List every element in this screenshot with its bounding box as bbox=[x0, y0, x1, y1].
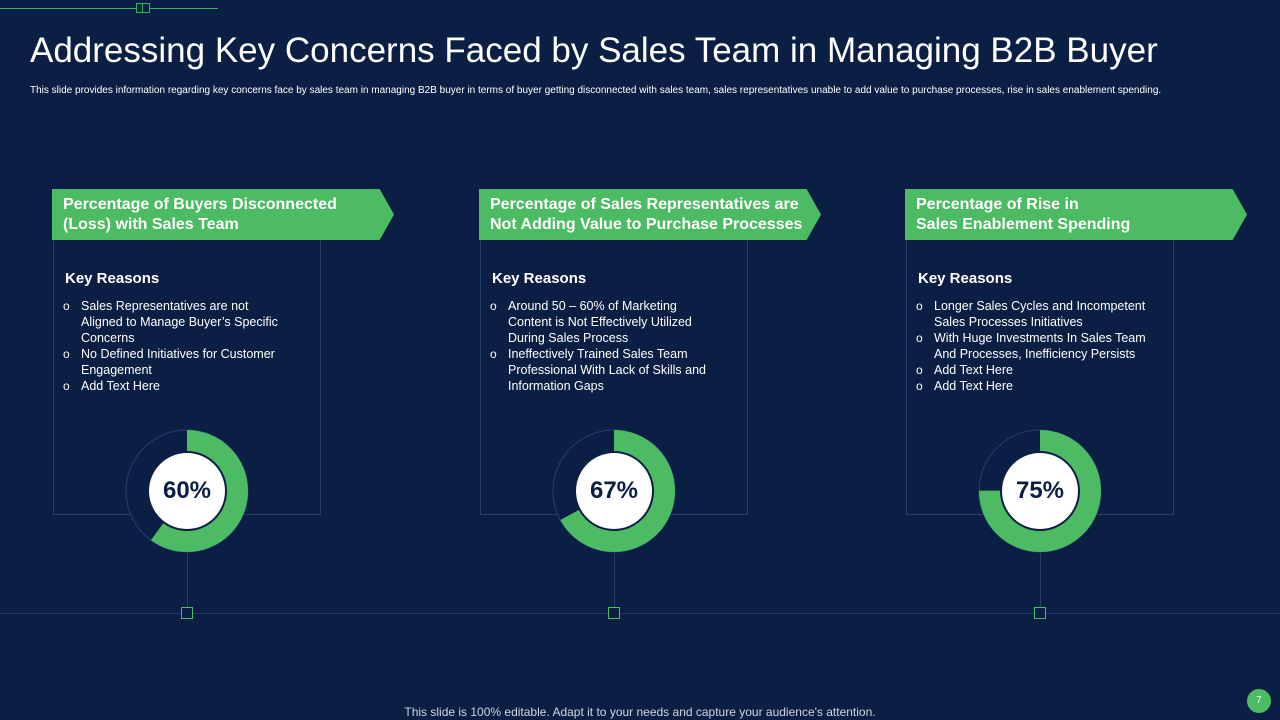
slide-title: Addressing Key Concerns Faced by Sales T… bbox=[30, 31, 1158, 70]
donut-center bbox=[576, 453, 652, 529]
top-decor-marker bbox=[136, 3, 150, 13]
card-header-line: Percentage of Sales Representatives are bbox=[490, 196, 799, 213]
circle-bullet-icon: o bbox=[63, 379, 70, 393]
donut-value-arc bbox=[553, 430, 675, 552]
circle-bullet-icon: o bbox=[490, 299, 497, 313]
list-item-line: During Sales Process bbox=[508, 331, 629, 345]
circle-bullet-icon: o bbox=[63, 347, 70, 361]
donut-value-arc bbox=[126, 430, 248, 552]
card-3-donut-chart bbox=[978, 429, 1102, 553]
card-1-connector-line bbox=[187, 553, 188, 607]
footer-note: This slide is 100% editable. Adapt it to… bbox=[404, 705, 876, 719]
circle-bullet-icon: o bbox=[490, 347, 497, 361]
list-item-line: And Processes, Inefficiency Persists bbox=[934, 347, 1136, 361]
list-item-line: Add Text Here bbox=[934, 363, 1013, 377]
circle-bullet-icon: o bbox=[63, 299, 70, 313]
list-item: o Add Text Here bbox=[916, 378, 1152, 394]
list-item-line: Ineffectively Trained Sales Team bbox=[508, 347, 688, 361]
list-item-line: Engagement bbox=[81, 363, 152, 377]
card-1-timeline-node bbox=[181, 607, 193, 619]
slide-subtitle: This slide provides information regardin… bbox=[30, 85, 1162, 96]
donut-value-arc bbox=[979, 430, 1101, 552]
card-2-percent-label: 67% bbox=[589, 477, 639, 504]
circle-bullet-icon: o bbox=[916, 331, 923, 345]
list-item-text: Add Text Here bbox=[81, 378, 299, 394]
card-header-line: Not Adding Value to Purchase Processes bbox=[490, 216, 803, 233]
card-2-timeline-node bbox=[608, 607, 620, 619]
card-header-line: Percentage of Rise in bbox=[916, 196, 1079, 213]
card-2-key-reasons-heading: Key Reasons bbox=[492, 270, 587, 287]
list-item-line: Aligned to Manage Buyer’s Specific bbox=[81, 315, 278, 329]
list-item-line: Sales Representatives are not bbox=[81, 299, 249, 313]
card-header-line: Percentage of Buyers Disconnected bbox=[63, 196, 337, 213]
card-1-header: Percentage of Buyers Disconnected (Loss) … bbox=[52, 189, 394, 240]
list-item-text: Add Text Here bbox=[934, 378, 1152, 394]
list-item-line: Information Gaps bbox=[508, 379, 604, 393]
circle-bullet-icon: o bbox=[916, 379, 923, 393]
top-decor-line bbox=[0, 8, 218, 9]
list-item-line: Professional With Lack of Skills and bbox=[508, 363, 707, 377]
list-item-line: Content is Not Effectively Utilized bbox=[508, 315, 692, 329]
card-3-key-reasons-heading: Key Reasons bbox=[918, 270, 1013, 287]
card-2-donut-chart bbox=[552, 429, 676, 553]
donut-center bbox=[1002, 453, 1078, 529]
list-item: o Add Text Here bbox=[916, 362, 1152, 378]
donut-center bbox=[149, 453, 225, 529]
card-2-connector-line bbox=[614, 553, 615, 607]
list-item: o Add Text Here bbox=[63, 378, 299, 394]
timeline-line bbox=[0, 613, 1280, 614]
list-item-line: Add Text Here bbox=[81, 379, 160, 393]
card-3-header: Percentage of Rise in Sales Enablement Sp… bbox=[905, 189, 1247, 240]
card-header-line: Sales Enablement Spending bbox=[916, 216, 1131, 233]
list-item-line: Sales Processes Initiatives bbox=[934, 315, 1083, 329]
card-header-line: (Loss) with Sales Team bbox=[63, 216, 239, 233]
page-number-badge: 7 bbox=[1247, 689, 1271, 713]
card-3-connector-line bbox=[1040, 553, 1041, 607]
circle-bullet-icon: o bbox=[916, 363, 923, 377]
card-1-donut-chart bbox=[125, 429, 249, 553]
list-item-line: Add Text Here bbox=[934, 379, 1013, 393]
card-3-percent-label: 75% bbox=[1015, 477, 1065, 504]
list-item-line: Around 50 – 60% of Marketing bbox=[508, 299, 677, 313]
card-3-timeline-node bbox=[1034, 607, 1046, 619]
card-1-percent-label: 60% bbox=[162, 477, 212, 504]
circle-bullet-icon: o bbox=[916, 299, 923, 313]
list-item-line: No Defined Initiatives for Customer bbox=[81, 347, 275, 361]
card-1-key-reasons-heading: Key Reasons bbox=[65, 270, 160, 287]
list-item-line: With Huge Investments In Sales Team bbox=[934, 331, 1146, 345]
list-item-line: Concerns bbox=[81, 331, 135, 345]
list-item-text: Add Text Here bbox=[934, 362, 1152, 378]
list-item-line: Longer Sales Cycles and Incompetent bbox=[934, 299, 1146, 313]
